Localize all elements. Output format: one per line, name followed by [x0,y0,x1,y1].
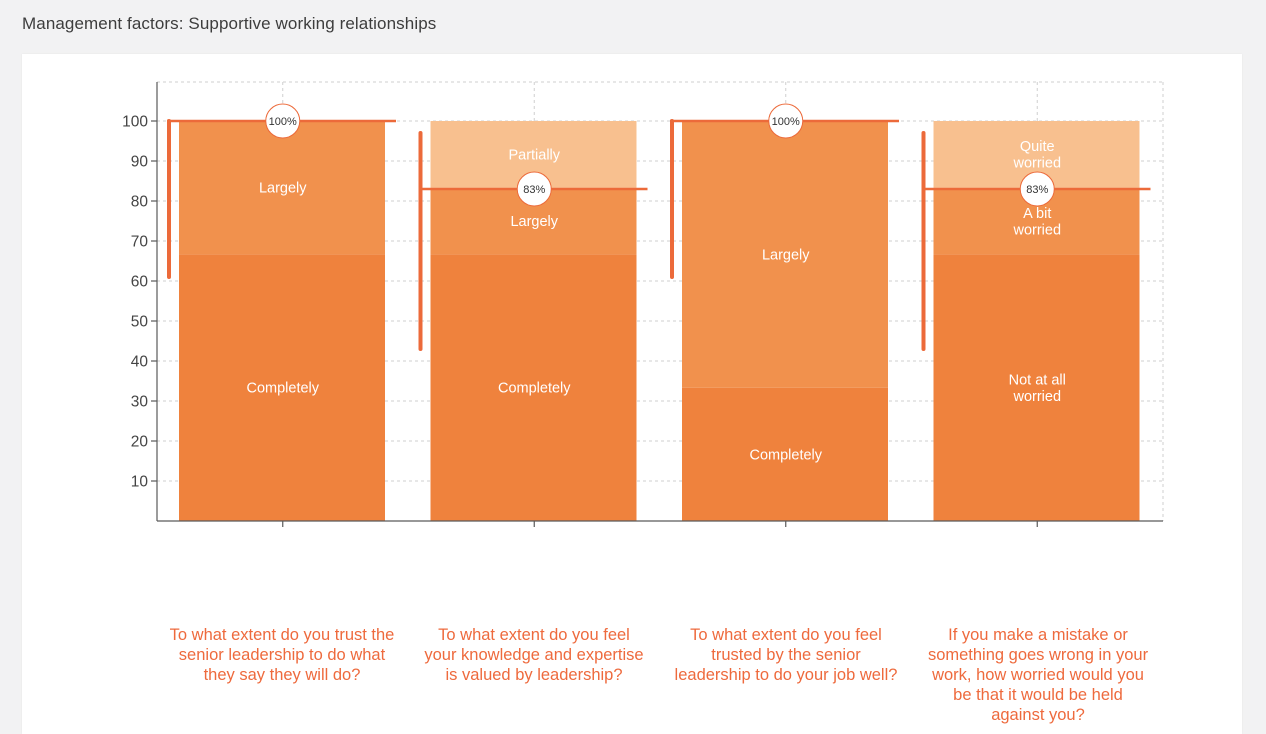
y-tick-label: 10 [131,474,149,491]
y-tick-label: 50 [131,314,149,331]
bar-segment [430,254,637,521]
y-tick-label: 30 [131,394,149,411]
bar-segment [682,121,888,388]
marker-label: 100% [269,116,297,128]
question-label-1: To what extent do you trust the senior l… [169,626,395,684]
question-label-3: To what extent do you feel trusted by th… [674,626,898,684]
marker-bubble [1019,171,1055,207]
marker-label: 83% [1026,184,1048,196]
bar-group-3: Completely Largely 100% [670,103,899,521]
segment-label: Largely [510,214,558,230]
marker-label: 100% [772,116,800,128]
bar-group-2: Completely Largely Partially 83% [418,121,648,521]
chart-card: Completely Largely 100% Completely Largely Pa… [22,54,1242,734]
y-tick-label: 90 [131,154,149,171]
y-tick-label: 100 [122,114,148,131]
bar-segment [682,387,888,521]
marker-label: 83% [523,184,545,196]
y-tick-label: 70 [131,234,149,251]
y-tick-label: 60 [131,274,149,291]
stacked-bar-chart: Completely Largely 100% Completely Largely Pa… [122,81,1164,527]
segment-label: Largely [259,181,307,197]
segment-label: Completely [246,381,319,397]
y-tick-label: 40 [131,354,149,371]
marker-bubble [768,103,804,139]
bar-group-1: Completely Largely 100% [167,103,396,521]
y-tick-label: 20 [131,434,149,451]
bar-segment [179,254,385,521]
bar-segment [933,254,1140,521]
marker-bubble [516,171,552,207]
segment-label: Completely [749,447,822,463]
page-title: Management factors: Supportive working r… [22,14,437,33]
segment-label: Completely [498,381,571,397]
y-tick-label: 80 [131,194,149,211]
segment-label: Partially [508,147,560,163]
segment-label: Largely [762,247,810,263]
question-label-4: If you make a mistake or something goes … [927,626,1149,724]
marker-bubble [265,103,301,139]
question-label-2: To what extent do you feel your knowledg… [424,626,644,684]
bar-segment [179,121,385,255]
